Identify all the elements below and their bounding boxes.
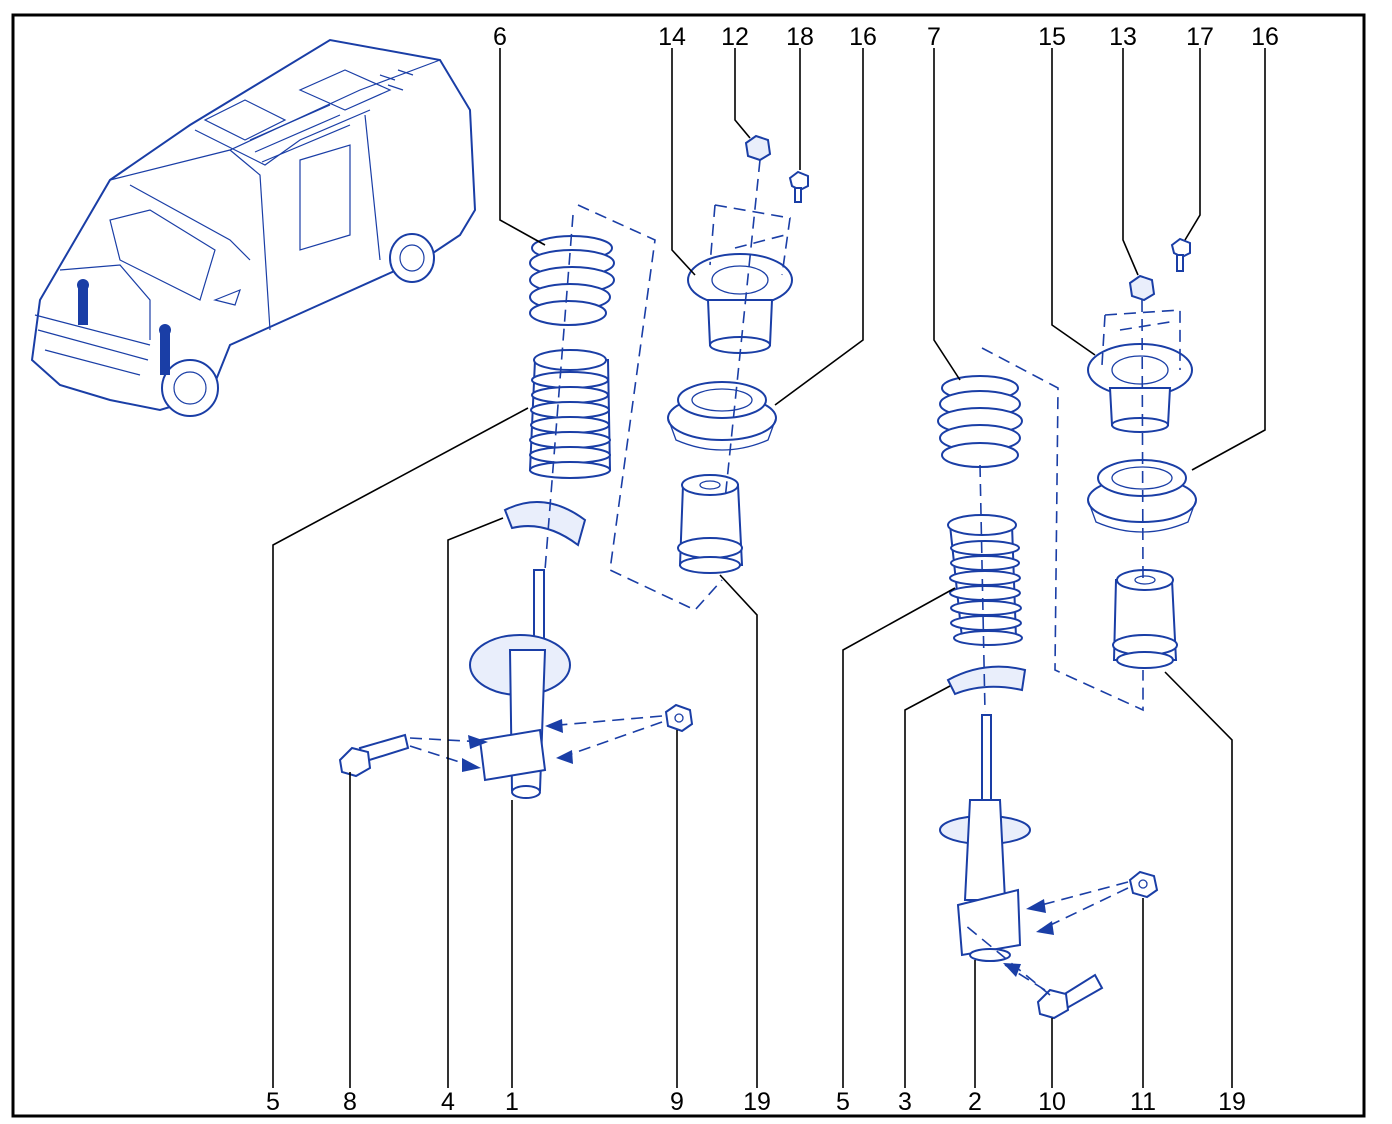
arrow-left-bolt-b [462,758,481,772]
arrow-left-nut-a [545,719,563,733]
callout-13: 13 [1109,23,1137,51]
callout-4: 4 [441,1088,455,1116]
callout-1: 1 [505,1088,519,1116]
left-axis-line [544,214,574,571]
callout-14: 14 [658,23,686,51]
right-axis-line [979,464,986,713]
callout-7: 7 [927,23,941,51]
left-bearing [667,381,777,451]
right-dust-boot [947,514,1023,646]
right-top-nut [1128,274,1156,302]
left-top-bolt-lines [709,204,791,276]
right-strut-mount [1087,343,1193,433]
callout-17: 17 [1186,23,1214,51]
callout-8: 8 [343,1088,357,1116]
left-nut-lines [547,715,663,759]
callout-11: 11 [1130,1088,1156,1116]
arrow-right-nut-a [1026,899,1046,913]
left-bump-stop [677,474,744,574]
left-spring-seat [503,501,587,547]
callout-5-left: 5 [266,1088,280,1116]
right-nut [1128,870,1159,899]
left-top-nut [744,134,772,162]
callout-12: 12 [721,23,749,51]
right-bolt [1036,973,1104,1020]
left-strut-mount [687,253,793,354]
left-top-bolt [788,170,809,203]
callout-2: 2 [968,1088,982,1116]
leader-lines [272,48,1266,1088]
right-strut [939,714,1031,962]
left-bolt [338,733,410,778]
callout-15: 15 [1038,23,1066,51]
right-dashed-assembly-line [981,347,1144,712]
left-strut [469,569,571,799]
callout-19-left: 19 [743,1088,771,1116]
arrow-left-bolt-a [468,735,488,749]
callout-18: 18 [786,23,814,51]
left-nut [664,703,694,733]
callout-19-right: 19 [1218,1088,1246,1116]
right-top-bolt-lines [1101,309,1181,370]
callout-6-top-left: 6 [493,23,507,51]
callout-numbers: 6 14 12 18 16 7 15 13 17 16 5 8 4 1 9 19… [266,23,1279,1116]
right-coil-spring [937,375,1023,468]
van-illustration [30,38,477,417]
arrow-right-nut-b [1036,921,1054,935]
right-spring-seat [946,665,1027,696]
right-nut-lines [1029,881,1129,931]
callout-5-right: 5 [836,1088,850,1116]
right-top-axis-line [1141,299,1144,581]
diagram-frame [11,13,1366,1118]
callout-10: 10 [1038,1088,1066,1116]
callout-9: 9 [670,1088,684,1116]
arrow-left-nut-b [556,750,573,764]
callout-3: 3 [898,1088,912,1116]
right-top-bolt [1170,237,1191,272]
callout-16-left: 16 [849,23,877,51]
right-bump-stop [1112,569,1178,669]
left-dust-boot [528,349,612,479]
arrow-right-bolt-a [1003,963,1021,977]
callout-16-right: 16 [1251,23,1279,51]
left-coil-spring [529,235,615,326]
